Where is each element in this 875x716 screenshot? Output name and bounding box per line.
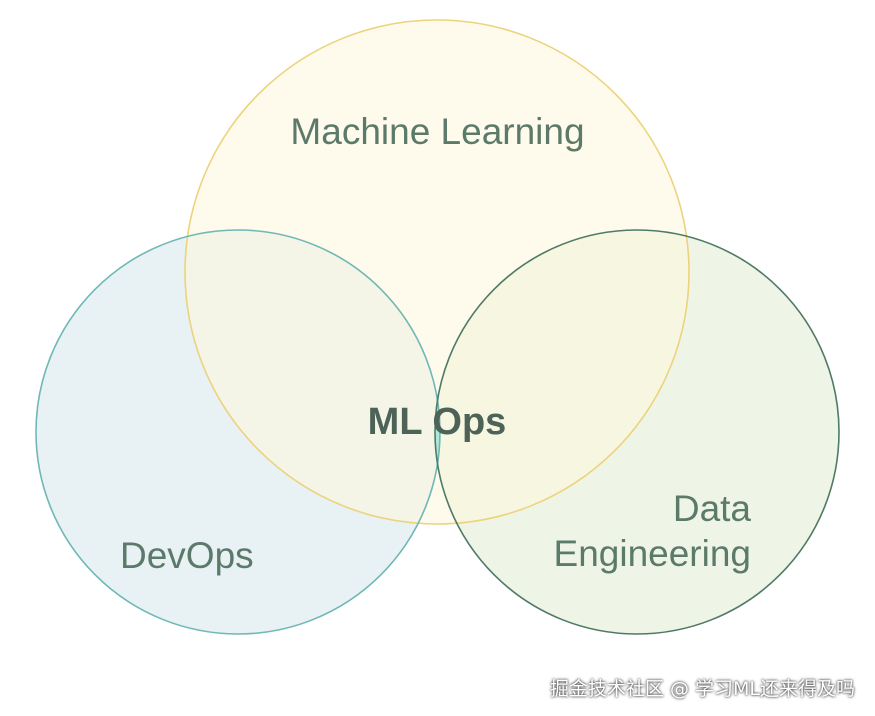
watermark: 掘金技术社区 @ 学习ML还来得及吗 xyxy=(549,678,855,700)
ml-ops-label: ML Ops xyxy=(367,401,507,443)
machine-learning-label: Machine Learning xyxy=(0,108,875,156)
data-engineering-outline xyxy=(434,229,840,635)
devops-label: DevOps xyxy=(120,535,254,576)
data-engineering-line1: Data xyxy=(672,488,751,529)
devops-outline xyxy=(35,229,441,635)
data-engineering-line2: Engineering xyxy=(553,533,751,574)
machine-learning-text: Machine Learning xyxy=(290,111,585,152)
machine-learning-circle xyxy=(185,20,689,524)
machine-learning-outline xyxy=(184,19,690,525)
data-engineering-label: Data Engineering xyxy=(554,486,751,576)
